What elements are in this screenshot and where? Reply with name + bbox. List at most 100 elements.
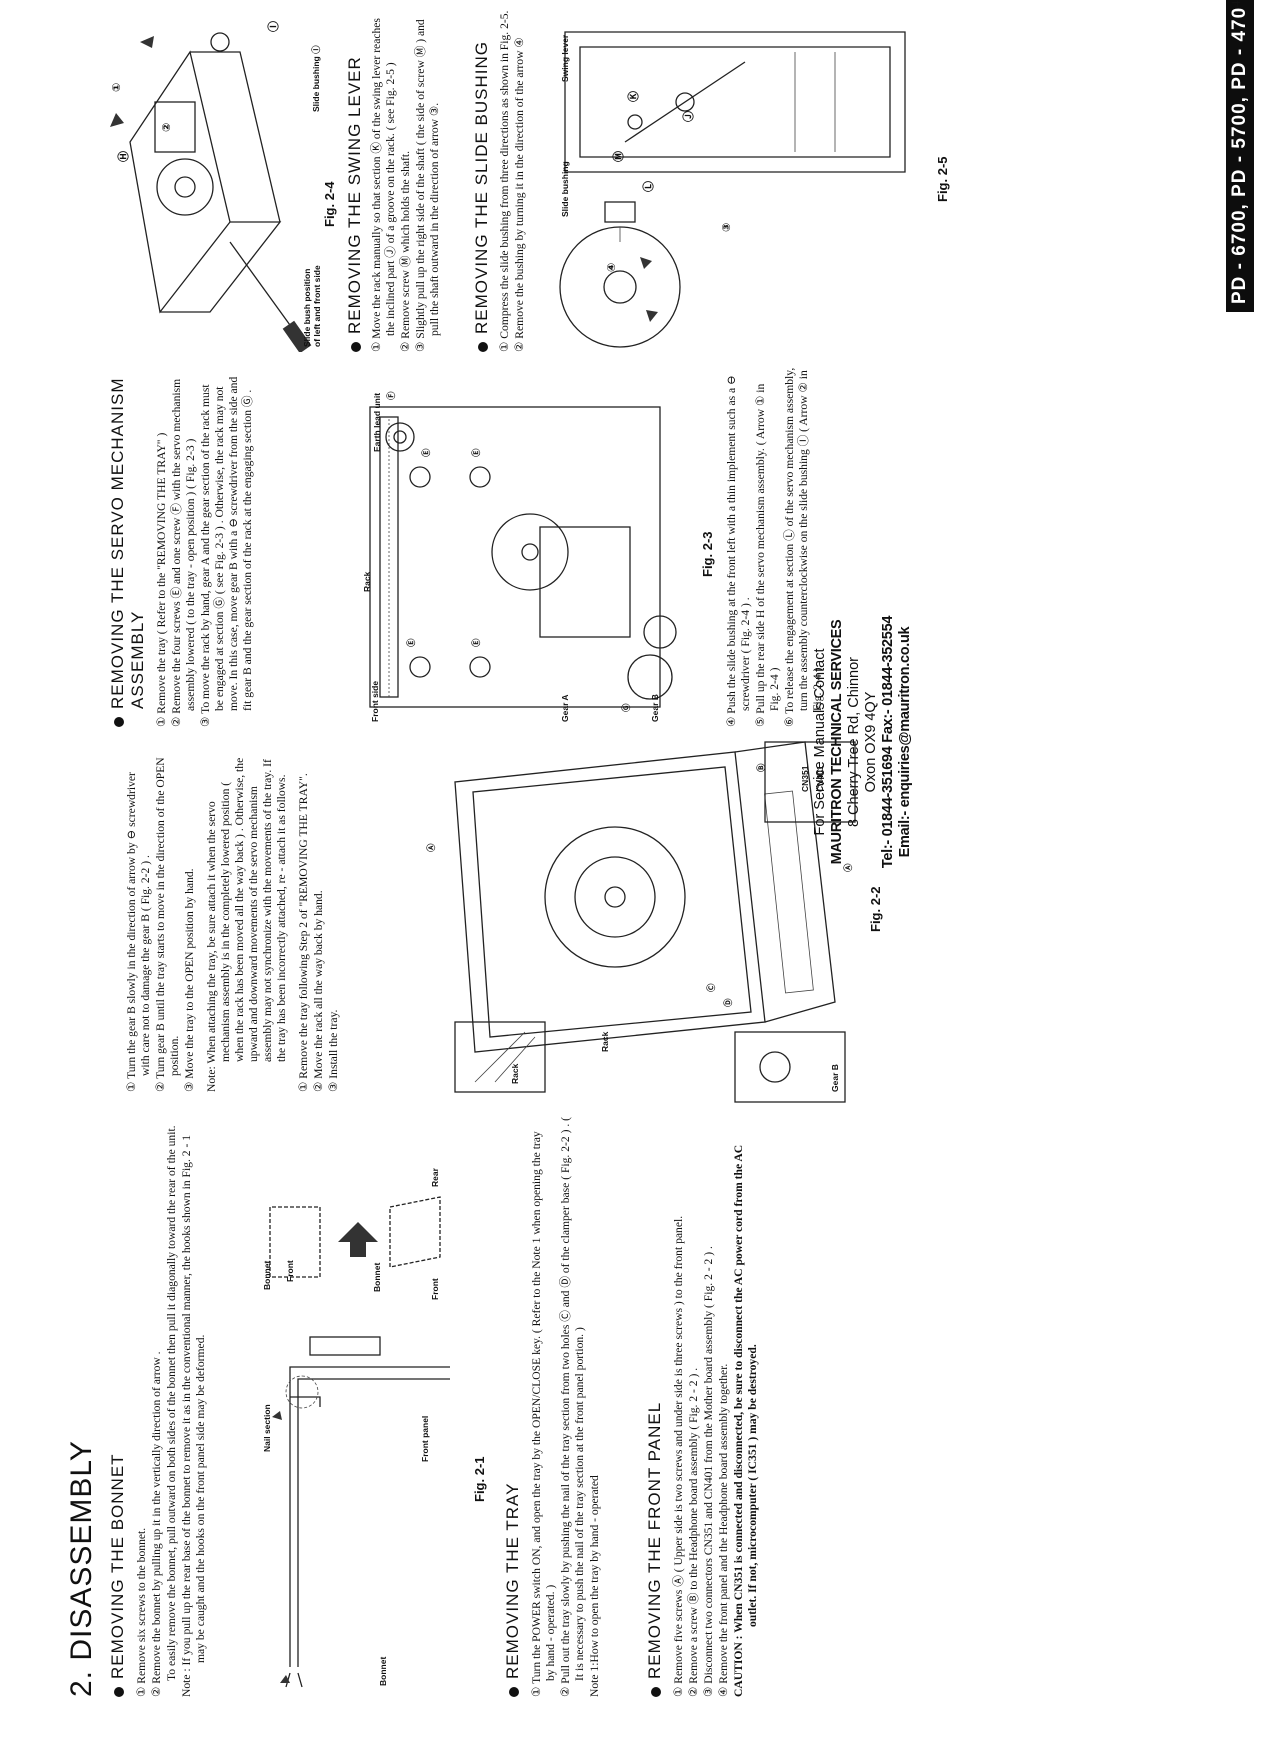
fig-2-4-label-slide-bushing: Slide bushing Ⓘ — [311, 45, 321, 112]
screwdriver-icon — [229, 241, 312, 352]
contact-line-1: For Service Manuals Contact — [812, 648, 828, 836]
servo-step-3: ③ To move the rack by hand, gear A and t… — [199, 376, 254, 727]
arrow-1-icon — [110, 113, 124, 127]
fig-2-2-caption: Fig. 2-2 — [868, 886, 883, 932]
fig-2-4-label-2: ② — [161, 122, 173, 132]
swing-lever-steps: ① Move the rack manually so that section… — [370, 7, 443, 352]
fig-2-5-label-3: ③ — [721, 222, 733, 232]
fig-2-1-label-front-panel: Front panel — [420, 1415, 430, 1462]
fig-2-1-label-rear: Rear — [430, 1168, 440, 1187]
fig-2-1-label-nail: Nail section — [262, 1404, 272, 1452]
fig-2-2-label-d: Ⓓ — [723, 998, 733, 1007]
swing-lever-step-3: ③ Slightly pull up the right side of the… — [414, 19, 441, 352]
fig-2-1-caption: Fig. 2-1 — [472, 1456, 487, 1502]
fig-2-3-label-gear-a: Gear A — [560, 694, 570, 722]
servo-assembly-3d — [129, 32, 282, 314]
slide-bushing-steps: ① Compress the slide bushing from three … — [498, 7, 528, 352]
tray-step-2: ② Pull out the tray slowly by pushing th… — [559, 1117, 586, 1697]
tray-hand-step-2: ② Turn gear B until the tray starts to m… — [154, 757, 181, 1092]
servo-steps-2: ④ Push the slide bushing at the front le… — [725, 367, 826, 727]
fig-2-4-label-1: ① — [111, 82, 123, 92]
fig-2-3-drawing — [369, 406, 677, 708]
slide-bushing-step-1: ① Compress the slide bushing from three … — [498, 10, 511, 352]
contact-line-6: Email:- enquiries@mauritron.co.uk — [897, 626, 913, 858]
bullet-icon — [350, 342, 361, 352]
fig-2-4-caption: Fig. 2-4 — [322, 181, 337, 227]
swing-lever-heading: REMOVING THE SWING LEVER — [345, 56, 365, 352]
tray-reattach-step-2: ② Move the rack all the way back by hand… — [312, 890, 325, 1092]
bullet-icon — [508, 1687, 519, 1697]
swing-lever-assembly — [564, 31, 906, 173]
fig-2-3-caption: Fig. 2-3 — [700, 531, 715, 577]
fig-2-3-label-rack: Rack — [362, 571, 372, 592]
tray-step-1: ① Turn the POWER switch ON, and open the… — [530, 1131, 557, 1697]
fig-2-2-label-b: Ⓑ — [756, 763, 766, 772]
bullet-icon — [477, 342, 488, 352]
slide-bushing-heading: REMOVING THE SLIDE BUSHING — [472, 41, 492, 352]
servo-step-2: ② Remove the four screws Ⓔ and one screw… — [170, 378, 197, 727]
fig-2-5-label-slide-bushing: Slide bushing — [560, 161, 570, 217]
fig-2-2-label-rack-inset: Rack — [510, 1063, 520, 1084]
slide-bushing-step-2: ② Remove the bushing by turning it in th… — [513, 37, 526, 352]
bonnet-step-tip: To easily remove the bonnet, pull outwar… — [165, 1125, 178, 1681]
bushing-detail-circle — [559, 226, 681, 348]
contact-line-2: MAURITRON TECHNICAL SERVICES — [829, 619, 845, 865]
fig-2-1-label-front-2: Front — [430, 1278, 440, 1300]
tray-assembly — [454, 741, 836, 1053]
fig-2-3-label-g: Ⓖ — [621, 703, 631, 712]
front-panel-caution: CAUTION : When CN351 is connected and di… — [732, 1144, 759, 1697]
slide-bushing-part — [604, 201, 636, 242]
servo-step-5: ⑤ Pull up the rear side H of the servo m… — [754, 383, 781, 727]
fig-2-3-label-e1: Ⓔ — [406, 638, 416, 647]
page-number: 4 — [1228, 0, 1243, 8]
swing-lever-step-1: ① Move the rack manually so that section… — [370, 18, 397, 352]
front-panel-steps: ① Remove five screws Ⓐ ( Upper side is t… — [672, 1117, 761, 1697]
rack-inset — [454, 1021, 546, 1093]
fig-2-5-caption: Fig. 2-5 — [935, 156, 950, 202]
bonnet-step-1: ① Remove six screws to the bonnet. — [135, 1527, 148, 1697]
fig-2-3-label-earth-lead: Earth lead unit — [372, 392, 382, 452]
bonnet-note: Note : If you pull up the rear base of t… — [180, 1134, 207, 1697]
tray-steps: ① Turn the POWER switch ON, and open the… — [530, 1117, 603, 1697]
fig-2-2-label-gear-b: Gear B — [830, 1064, 840, 1092]
fig-2-5-label-j: Ⓙ — [683, 111, 695, 122]
tray-hand-steps: ① Turn the gear B slowly in the directio… — [125, 757, 342, 1092]
fig-2-1-label-bonnet-3: Bonnet — [372, 1262, 382, 1292]
contact-line-3: 8 Cherry Tree Rd, Chinnor — [846, 656, 862, 828]
front-panel-step-3: ③ Disconnect two connectors CN351 and CN… — [702, 1246, 715, 1697]
fig-2-4-label-h: Ⓗ — [118, 151, 130, 162]
front-panel-step-2: ② Remove a screw Ⓑ to the Headphone boar… — [687, 1367, 700, 1697]
fig-2-3-label-e4: Ⓔ — [471, 448, 481, 457]
bullet-icon — [113, 1687, 124, 1697]
bonnet-steps: ① Remove six screws to the bonnet. ② Rem… — [135, 1117, 209, 1697]
fig-2-5-label-4: ④ — [606, 262, 618, 272]
tray-reattach-step-1: ① Remove the tray following Step 2 of "R… — [297, 773, 310, 1092]
bonnet-lift-diagram — [269, 1196, 441, 1278]
fig-2-5-label-k: Ⓚ — [628, 91, 640, 102]
model-banner: PD - 6700, PD - 5700, PD - 470 — [1226, 0, 1254, 312]
fig-2-2-label-cn351: CN351 — [800, 765, 810, 792]
swing-lever-step-2: ② Remove screw Ⓜ which holds the shaft. — [399, 150, 412, 352]
fig-2-3-label-gear-b: Gear B — [650, 694, 660, 722]
front-panel-step-1: ① Remove five screws Ⓐ ( Upper side is t… — [672, 1215, 685, 1697]
fig-2-3-label-e3: Ⓔ — [421, 448, 431, 457]
fig-2-3-label-f: Ⓕ — [386, 391, 396, 400]
fig-2-1-label-front: Front — [285, 1260, 295, 1282]
fig-2-5-label-m: Ⓜ — [613, 151, 625, 162]
page-title: 2. DISASSEMBLY — [65, 1440, 98, 1697]
bonnet-side-view — [272, 1336, 450, 1688]
fig-2-1-label-bonnet: Bonnet — [378, 1656, 388, 1686]
servo-chassis — [369, 406, 661, 708]
bonnet-heading: REMOVING THE BONNET — [108, 1453, 128, 1697]
tray-note-1: Note 1:How to open the tray by hand - op… — [588, 1475, 601, 1697]
fig-2-2-drawing — [454, 741, 856, 1103]
fig-2-5-drawing — [559, 31, 906, 348]
bullet-icon — [113, 717, 124, 727]
servo-step-1: ① Remove the tray ( Refer to the "REMOVI… — [155, 432, 168, 727]
fig-2-4-label-slide-bush-position: Slide bush position of left and front si… — [302, 265, 322, 347]
rack-gears — [627, 615, 677, 700]
fig-2-2-label-c: Ⓒ — [706, 983, 716, 992]
connector-inset — [764, 741, 856, 823]
bullet-icon — [650, 1687, 661, 1697]
fig-2-4-drawing — [110, 32, 312, 352]
